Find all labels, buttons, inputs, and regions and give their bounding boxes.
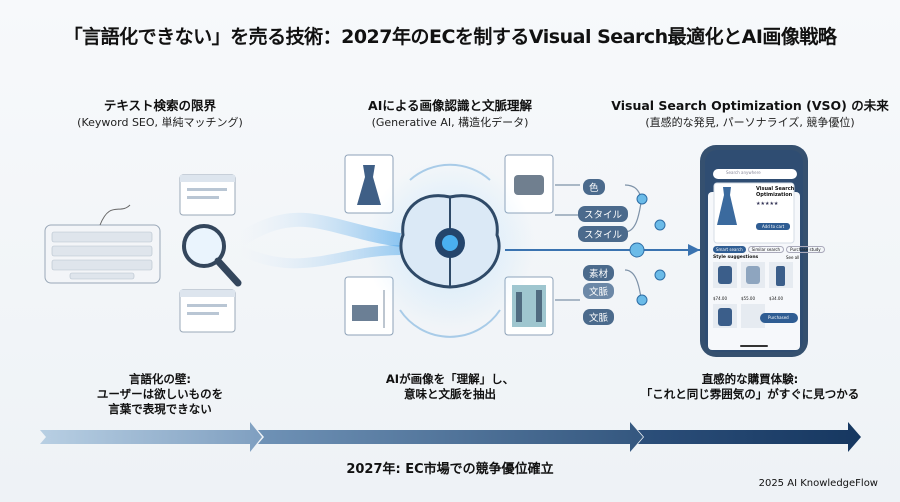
column-subheading-ai: (Generative AI, 構造化データ) — [371, 116, 529, 129]
column-subheading-text-search: (Keyword SEO, 単純マッチング) — [77, 116, 243, 129]
timeline-arrow-2 — [258, 422, 643, 452]
caption-ai: AIが画像を「理解」し、 意味と文脈を抽出 — [300, 372, 600, 402]
timeline-arrow-1 — [40, 422, 262, 452]
phone-rating: ★★★★★ — [756, 201, 779, 207]
caption-line: 意味と文脈を抽出 — [404, 387, 496, 401]
page-title: 「言語化できない」を売る技術：2027年のECを制するVisual Search… — [63, 26, 837, 48]
caption-text-search: 言語化の壁: ユーザーは欲しいものを 言葉で表現できない — [10, 372, 310, 417]
column-heading-vso: Visual Search Optimization (VSO) の未来 — [611, 98, 889, 113]
timeline-arrow-3 — [638, 422, 861, 452]
tag-style-2: スタイル — [578, 226, 629, 242]
caption-line: AIが画像を「理解」し、 — [385, 372, 515, 386]
column-subheading-vso: (直感的な発見, パーソナライズ, 競争優位) — [645, 116, 855, 129]
phone-section-title: Style suggestions — [713, 255, 759, 260]
phone-product-title: Visual Search Optimization — [756, 186, 795, 198]
brain-ai-icon — [365, 160, 535, 338]
tag-color: 色 — [583, 179, 605, 195]
smartphone — [700, 145, 808, 357]
phone-chip: Purchase study — [786, 246, 825, 253]
caption-line: 言語化の壁: — [128, 372, 192, 386]
phone-price: $55.00 — [741, 296, 755, 301]
phone-see-all: See all — [786, 255, 800, 260]
timeline-label: 2027年: EC市場での競争優位確立 — [346, 462, 554, 477]
phone-fab: Purchased — [768, 315, 789, 320]
keyboard-icon — [44, 224, 161, 284]
footer-credit: 2025 AI KnowledgeFlow — [758, 478, 878, 489]
chat-bubble-icon — [179, 174, 236, 333]
timeline-arrows — [40, 422, 861, 452]
phone-search-input: Search anywhere — [726, 170, 761, 175]
network-nodes — [629, 193, 666, 306]
phone-price: $34.00 — [769, 296, 783, 301]
phone-chips: Smart search Similar search Purchase stu… — [713, 246, 825, 253]
magnifier-icon — [182, 224, 242, 287]
caption-line: ユーザーは欲しいものを — [96, 387, 224, 401]
cable — [99, 204, 131, 226]
phone-price: $74.00 — [713, 296, 727, 301]
caption-line: 「これと同じ雰囲気の」がすぐに見つかる — [640, 387, 860, 401]
arrow-right-icon — [688, 244, 700, 256]
caption-line: 言葉で表現できない — [108, 402, 212, 416]
tag-style: スタイル — [578, 206, 629, 222]
phone-chip: Smart search — [713, 246, 746, 253]
column-heading-text-search: テキスト検索の限界 — [103, 98, 217, 113]
tag-context: 文脈 — [583, 283, 615, 299]
tag-context-2: 文脈 — [583, 309, 615, 325]
tag-material: 素材 — [583, 265, 615, 281]
phone-primary-button: Add to cart — [762, 224, 785, 229]
column-heading-ai: AIによる画像認識と文脈理解 — [368, 98, 532, 113]
caption-vso: 直感的な購買体験: 「これと同じ雰囲気の」がすぐに見つかる — [600, 372, 900, 402]
caption-line: 直感的な購買体験: — [701, 372, 799, 386]
phone-chip: Similar search — [747, 246, 785, 253]
